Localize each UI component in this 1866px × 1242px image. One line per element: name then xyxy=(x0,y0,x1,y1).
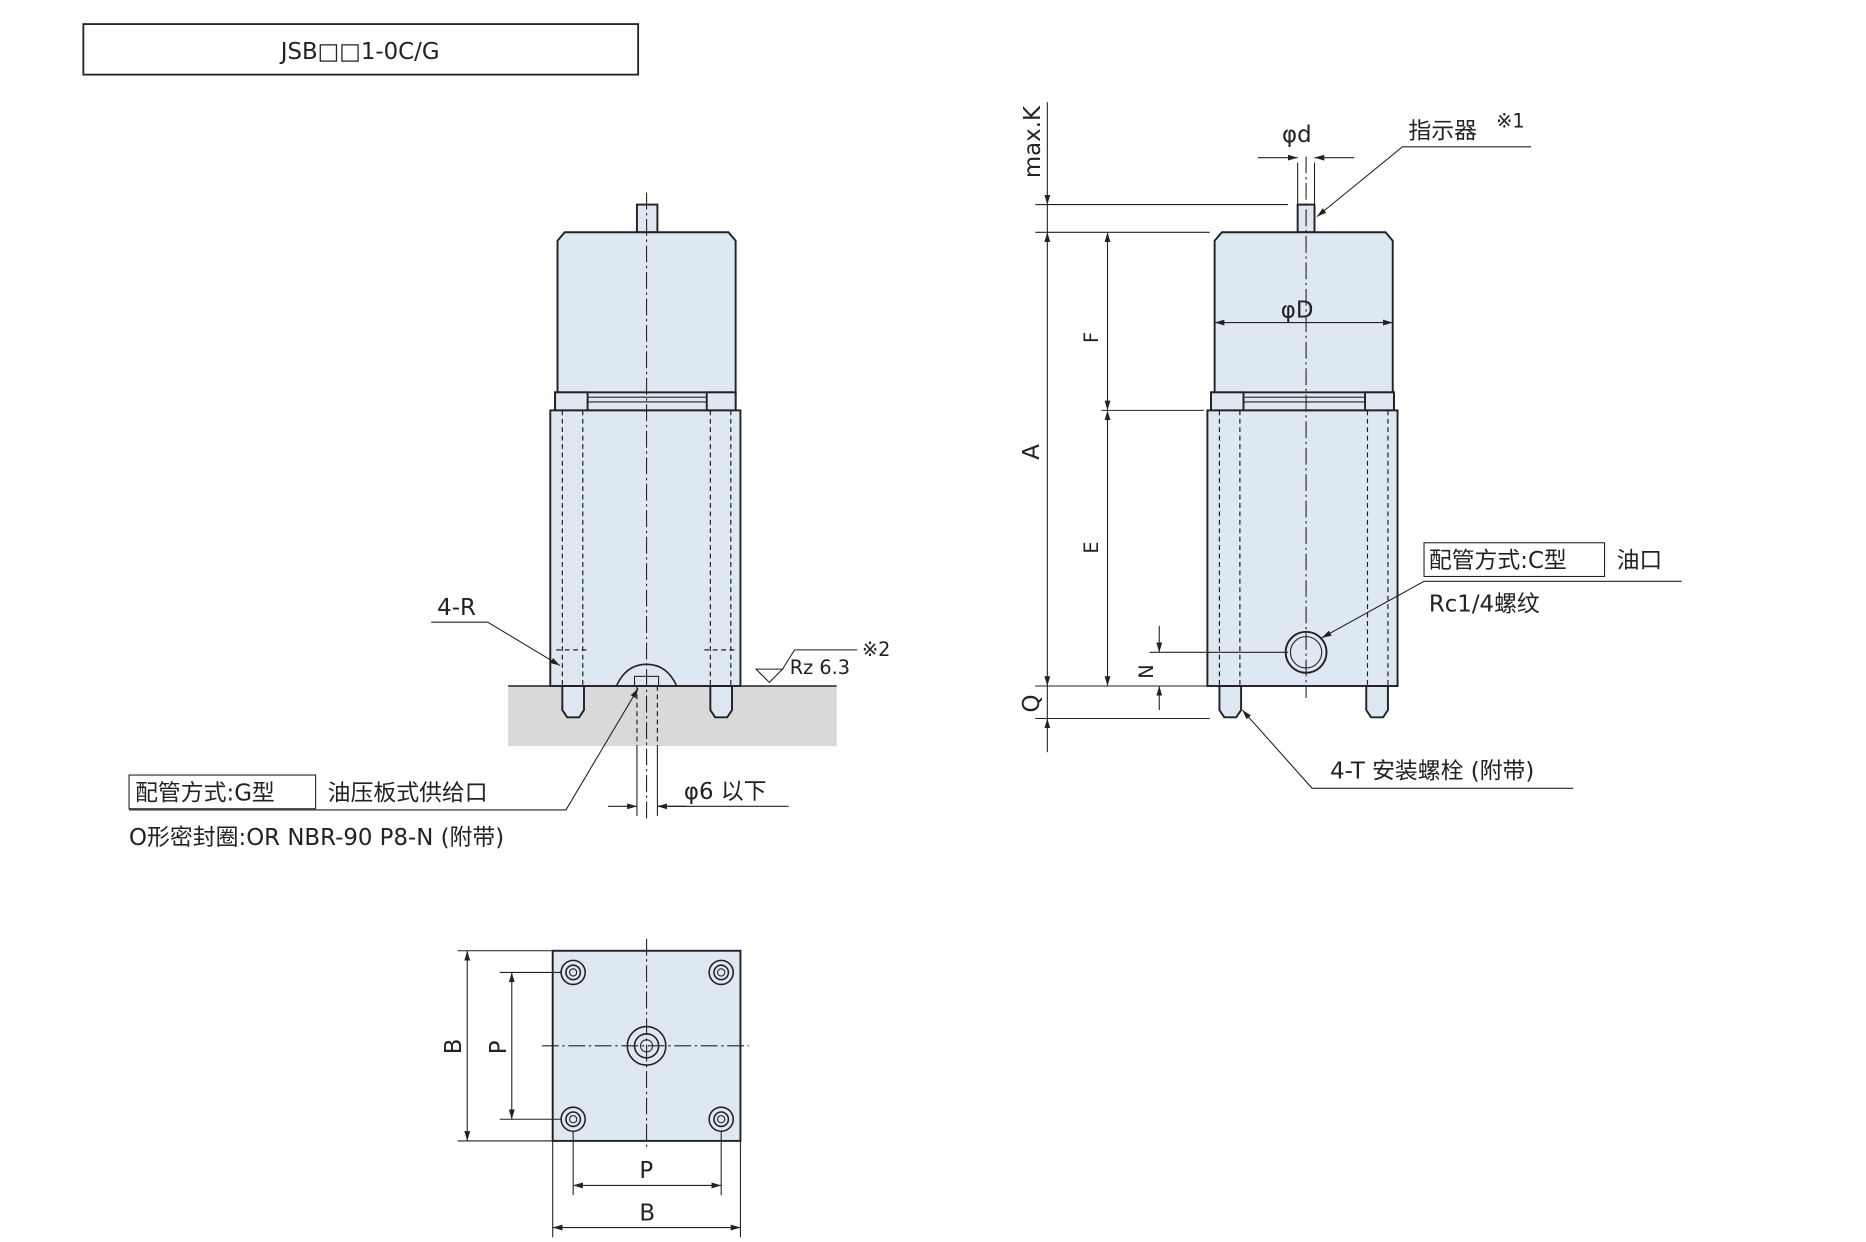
dim-e: E xyxy=(1080,541,1103,553)
g-type-desc: 油压板式供给口 xyxy=(328,780,488,806)
roughness-rz: Rz 6.3 xyxy=(790,656,850,679)
dim-b-vertical: B xyxy=(441,1039,467,1055)
dim-a: A xyxy=(1019,444,1045,460)
note-1: ※1 xyxy=(1496,110,1524,133)
bolts-label: 4-T 安装螺栓 (附带) xyxy=(1330,759,1534,785)
indicator-label: 指示器 xyxy=(1408,118,1477,144)
dim-n: N xyxy=(1135,664,1158,678)
c-type-desc: 油口 xyxy=(1617,548,1663,574)
dim-q: Q xyxy=(1019,694,1045,712)
phi6-label: φ6 以下 xyxy=(684,779,767,805)
dim-phi-d: φd xyxy=(1282,122,1312,148)
oring-label: O形密封圈:OR NBR-90 P8-N (附带) xyxy=(129,825,504,851)
note-2: ※2 xyxy=(862,638,890,661)
right-view: max.K A F E N Q φd φD 指示器 ※1 配管方式:C型 油口 … xyxy=(1019,102,1682,789)
c-type-label: 配管方式:C型 xyxy=(1429,548,1567,574)
dim-phi-D: φD xyxy=(1281,298,1314,324)
bottom-view: B P P B xyxy=(441,938,749,1238)
title-box: JSB□□1-0C/G xyxy=(82,23,640,76)
label-4r: 4-R xyxy=(437,595,476,621)
dim-p-horizontal: P xyxy=(639,1158,653,1184)
g-type-label: 配管方式:G型 xyxy=(135,780,275,806)
ground-plate xyxy=(508,685,837,747)
dim-max-k: max.K xyxy=(1020,105,1046,178)
dim-p-vertical: P xyxy=(486,1040,512,1054)
model-title: JSB□□1-0C/G xyxy=(279,39,440,65)
dim-b-horizontal: B xyxy=(639,1200,655,1226)
thread-label: Rc1/4螺纹 xyxy=(1429,591,1540,617)
dim-f: F xyxy=(1080,332,1103,343)
left-view: 4-R Rz 6.3 ※2 配管方式:G型 油压板式供给口 O形密封圈:OR N… xyxy=(128,192,890,851)
